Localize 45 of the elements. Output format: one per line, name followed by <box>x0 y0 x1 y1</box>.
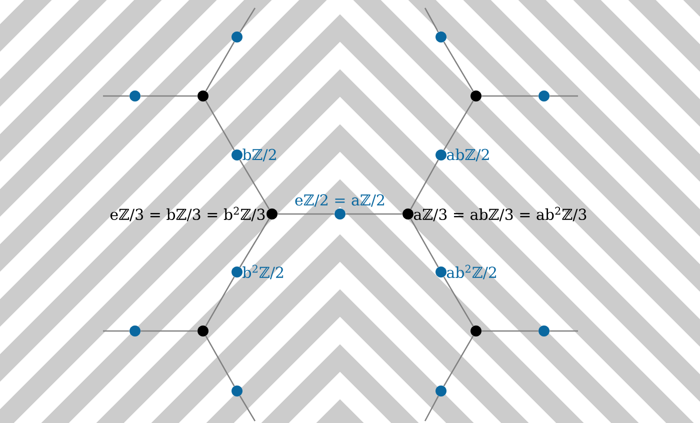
tree-edge <box>205 276 235 326</box>
edge-dot <box>130 90 140 102</box>
vertex-label: abℤ/2 <box>446 148 489 162</box>
tree-edge <box>443 336 474 386</box>
tree-edge <box>278 213 334 215</box>
tree-edge <box>410 160 439 210</box>
tree-edge <box>140 330 198 332</box>
vertex-label: ab$^{2}$ℤ/2 <box>446 264 496 280</box>
edge-dot <box>436 386 446 396</box>
tree-edge <box>443 276 474 326</box>
tree-edge <box>443 100 474 150</box>
tree-edge <box>239 218 270 268</box>
tree-edge <box>205 336 235 386</box>
vertex-label: eℤ/3 = bℤ/3 = b$^{2}$ℤ/3 <box>110 206 265 222</box>
edge-dot <box>232 386 242 396</box>
edge-dot <box>436 32 446 42</box>
tree-edge <box>239 8 256 32</box>
tree-edge <box>550 95 578 97</box>
tree-edge <box>346 213 402 215</box>
vertex-dot <box>198 326 208 336</box>
vertex-label: eℤ/2 = aℤ/2 <box>295 194 384 207</box>
tree-edge <box>443 42 474 92</box>
edge-dot <box>130 326 140 336</box>
tree-edge <box>140 95 198 97</box>
tree-edge <box>205 42 235 92</box>
tree-edge <box>410 218 439 268</box>
vertex-dot <box>470 326 482 336</box>
tree-edge <box>424 396 439 422</box>
edge-dot <box>538 326 550 336</box>
edge-dot <box>232 32 242 42</box>
edge-dot <box>538 90 550 102</box>
vertex-label: b$^{2}$ℤ/2 <box>242 264 284 280</box>
vertex-dot <box>198 90 208 102</box>
tree-edge <box>550 330 578 332</box>
tree-edge <box>205 100 235 150</box>
vertex-dot <box>470 90 482 102</box>
tree-edge <box>482 330 538 332</box>
tree-edge <box>239 160 270 210</box>
tree-edge <box>103 95 130 97</box>
vertex-label: bℤ/2 <box>242 148 276 162</box>
tree-edge <box>239 396 256 422</box>
vertex-label: aℤ/3 = abℤ/3 = ab$^{2}$ℤ/3 <box>414 206 586 222</box>
tree-edge <box>482 95 538 97</box>
tree-edge <box>424 8 439 32</box>
tree-edge <box>103 330 130 332</box>
